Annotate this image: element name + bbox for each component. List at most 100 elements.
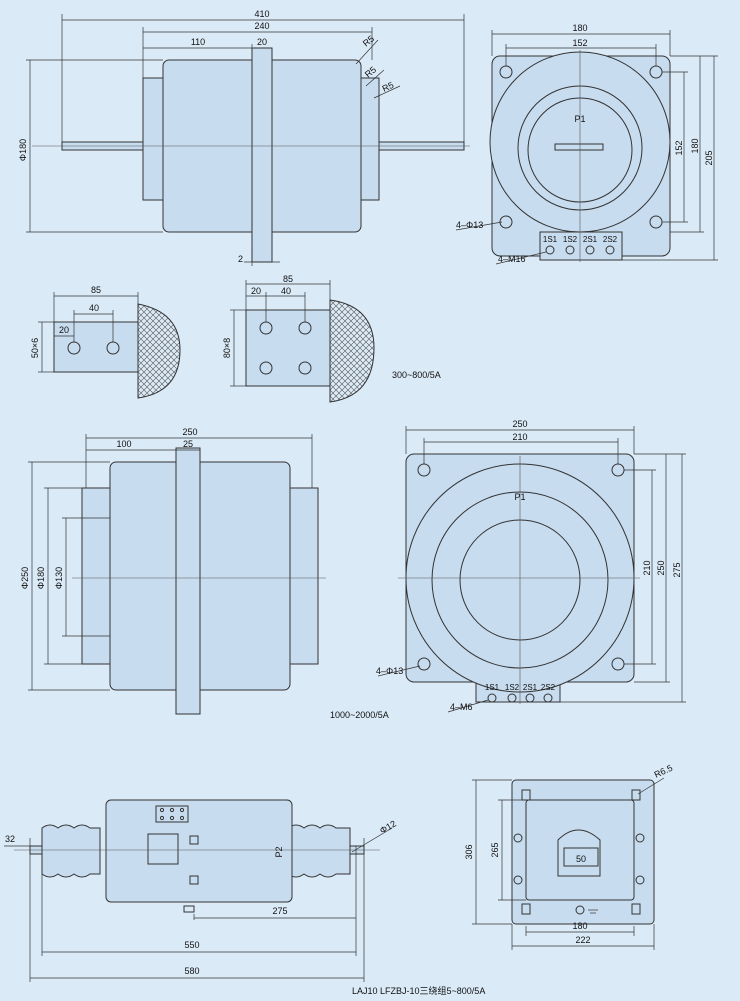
range-label-1000-2000: 1000~2000/5A (330, 710, 389, 720)
corner-slot-tr (631, 789, 641, 801)
dim-phi130: Φ130 (54, 567, 64, 589)
terminal-1s2 (565, 245, 575, 255)
body (105, 799, 293, 903)
radius-3: R5 (381, 80, 396, 94)
dim-152-v: 152 (674, 140, 684, 155)
dim-85: 85 (283, 274, 293, 284)
dim-110: 110 (191, 37, 205, 47)
label-p1: P1 (514, 492, 525, 502)
holes-4-phi13: 4–Φ13 (376, 666, 403, 676)
dim-40: 40 (281, 286, 291, 296)
dim-85: 85 (91, 285, 101, 295)
right-shoulder (287, 487, 319, 665)
label-2s2: 2S2 (603, 235, 618, 244)
dim-phi250: Φ250 (20, 567, 30, 589)
holes-4-phi13: 4–Φ13 (456, 220, 483, 230)
dim-phi180: Φ180 (18, 139, 28, 161)
mount-hole-bl (417, 657, 431, 671)
dim-410: 410 (254, 9, 269, 19)
dim-20: 20 (251, 286, 261, 296)
terminal-block (155, 805, 189, 823)
dim-20: 20 (59, 325, 69, 335)
nameplate (147, 833, 179, 865)
dim-40: 40 (89, 303, 99, 313)
dim-lines (455, 30, 718, 265)
secondary-window (557, 829, 601, 877)
dim-50: 50 (576, 854, 586, 864)
right-bushing (287, 824, 351, 878)
terminal-2s1 (585, 245, 595, 255)
terminal-2s2 (605, 245, 615, 255)
dim-20: 20 (257, 37, 267, 47)
dim-phi12: Φ12 (378, 818, 398, 835)
middle-side-view: 250 100 25 Φ250 Φ180 Φ130 (20, 427, 326, 715)
range-label-300-800: 300~800/5A (392, 370, 441, 380)
dim-32: 32 (5, 834, 15, 844)
label-1s1: 1S1 (485, 683, 500, 692)
dim-100: 100 (116, 439, 131, 449)
top-front-view: 180 152 152 180 205 P1 4–Φ13 4–M16 1S1 1… (455, 23, 718, 265)
dim-152: 152 (572, 38, 587, 48)
dim-80x8: 80×8 (222, 338, 232, 358)
thread-4-m16: 4–M16 (498, 254, 526, 264)
label-2s1: 2S1 (583, 235, 598, 244)
secondary-slot (563, 847, 599, 867)
dim-lines (230, 280, 331, 387)
dim-210: 210 (512, 432, 527, 442)
dim-50x6: 50×6 (30, 338, 40, 358)
left-flange (142, 77, 166, 201)
label-p1: P1 (574, 114, 585, 124)
terminal-2s2 (543, 693, 553, 703)
dim-580: 580 (184, 966, 199, 976)
terminal-2s1 (525, 693, 535, 703)
terminal-bar (175, 447, 201, 715)
dim-550: 550 (184, 940, 199, 950)
dim-265: 265 (490, 842, 500, 857)
dim-phi180: Φ180 (36, 567, 46, 589)
bar-plate (245, 309, 331, 387)
terminal-1s1 (545, 245, 555, 255)
dim-250: 250 (512, 419, 527, 429)
dim-180-v: 180 (690, 138, 700, 153)
middle-front-view: 250 210 210 250 275 P1 4–Φ13 4–M6 1S1 1S… (376, 419, 686, 713)
left-shoulder (81, 487, 113, 665)
label-p2: P2 (274, 846, 284, 857)
dim-205: 205 (704, 150, 714, 165)
dim-lines (377, 426, 686, 713)
dim-240: 240 (254, 21, 269, 31)
bar-hole-3 (259, 361, 273, 375)
corner-slot-bl (521, 903, 531, 915)
radius-1: R5 (361, 33, 376, 48)
terminal-bar (251, 47, 273, 263)
dim-r6-5: R6.5 (653, 763, 674, 780)
body (525, 799, 635, 901)
ground-bolt (183, 905, 195, 913)
dim-180: 180 (572, 921, 587, 931)
label-1s1: 1S1 (543, 235, 558, 244)
dim-222: 222 (575, 935, 590, 945)
bolt-1 (189, 835, 199, 845)
dim-lines (472, 777, 665, 950)
dim-lines (26, 14, 465, 266)
dim-lines (28, 434, 313, 691)
bottom-side-view: 32 Φ12 275 550 580 P2 (4, 799, 398, 982)
bolt-2 (189, 875, 199, 885)
dim-lines (38, 292, 139, 373)
dim-275: 275 (672, 562, 682, 577)
bar-hole-4 (298, 361, 312, 375)
corner-slot-br (631, 903, 641, 915)
bar-detail-left: 85 40 20 50×6 (30, 285, 181, 399)
dim-2: 2 (238, 254, 243, 264)
bottom-front-view: R6.5 306 265 50 180 222 (464, 763, 674, 950)
dim-275: 275 (272, 906, 287, 916)
bar-slot (554, 143, 604, 151)
terminal-1s1 (487, 693, 497, 703)
top-side-view: 410 240 110 20 Φ180 2 R5 R5 R5 (18, 9, 470, 266)
bar-detail-right: 85 20 40 80×8 (222, 274, 375, 403)
label-2s2: 2S2 (541, 683, 556, 692)
insulator-section (329, 299, 375, 403)
label-1s2: 1S2 (505, 683, 520, 692)
dim-lines (4, 827, 393, 982)
dim-250-v: 250 (656, 560, 666, 575)
